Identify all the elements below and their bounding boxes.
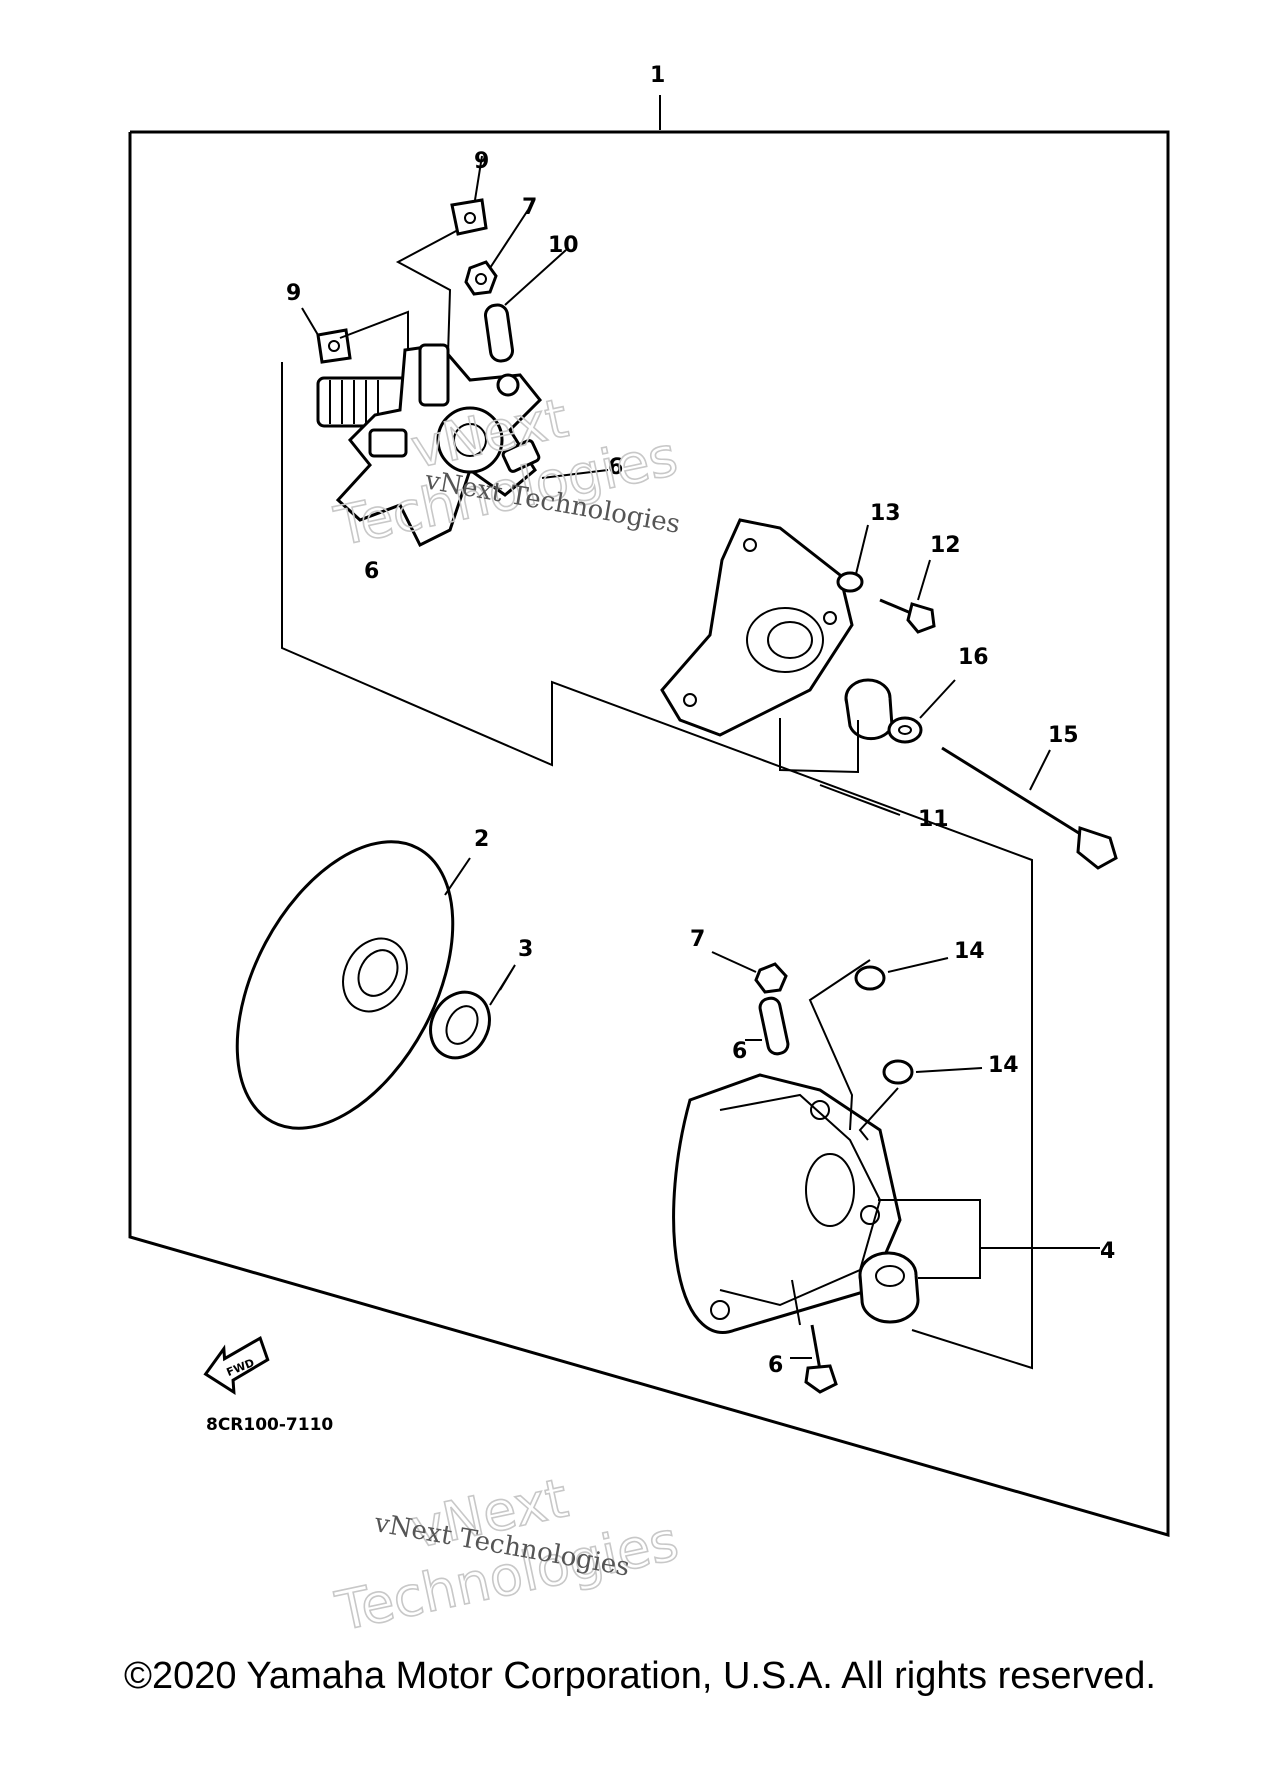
watermark-lower: vNext Technologies vNext Technologies: [329, 1466, 684, 1645]
bushing-4: [858, 1251, 920, 1324]
watermark-upper: vNext Technologies vNext Technologies: [328, 386, 683, 560]
nut-7-lower: [754, 962, 788, 994]
copyright-notice: ©2020 Yamaha Motor Corporation, U.S.A. A…: [124, 1655, 1156, 1697]
bolt-6-lower: [804, 1324, 838, 1394]
pin-10: [484, 303, 514, 363]
callout-15: 15: [1048, 723, 1079, 748]
callout-14-b: 14: [988, 1053, 1019, 1078]
callout-3: 3: [518, 937, 533, 962]
callout-9-left: 9: [286, 281, 301, 306]
leader-lines-top: [301, 155, 609, 479]
callout-12: 12: [930, 533, 961, 558]
callout-7-top: 7: [522, 195, 537, 220]
callout-8: 6: [364, 559, 379, 584]
assembly-frame: [128, 95, 1170, 1537]
bolt-12: [879, 598, 936, 634]
callout-labels: 1 9 7 10 9 6 6 13 12 16 15 11 2 3 7 14 6…: [286, 63, 1115, 1378]
callout-6-top: 6: [608, 455, 623, 480]
callout-10: 10: [548, 233, 579, 258]
callout-14-a: 14: [954, 939, 985, 964]
spider-assembly: [316, 343, 543, 548]
drawing-code: 8CR100-7110: [206, 1415, 333, 1435]
fwd-arrow-icon: FWD: [203, 1335, 270, 1396]
bushing-11: [844, 678, 894, 741]
pin-6-lower: [758, 996, 790, 1056]
nut-7-top: [464, 260, 498, 296]
washer-16: [887, 716, 923, 744]
leader-lines-mid: [779, 524, 1051, 816]
callout-6-mid: 6: [732, 1039, 747, 1064]
slider-block-9-left: [316, 328, 352, 364]
cover-plate: [660, 518, 854, 737]
callout-11: 11: [918, 807, 949, 832]
bushing-3: [429, 964, 516, 1060]
slider-block-9-top: [450, 198, 488, 236]
washer-13: [836, 571, 864, 593]
cap-14-a: [854, 965, 886, 991]
callout-16: 16: [958, 645, 989, 670]
leader-lines-lower: [711, 951, 1100, 1359]
callout-13: 13: [870, 501, 901, 526]
callout-2: 2: [474, 827, 489, 852]
bolt-15: [941, 746, 1118, 870]
fixed-sheave-2: [235, 840, 471, 1130]
callout-9-top: 9: [474, 149, 489, 174]
callout-7-lower: 7: [690, 927, 705, 952]
callout-4: 4: [1100, 1239, 1115, 1264]
callout-6-lower: 6: [768, 1353, 783, 1378]
cap-14-b: [882, 1059, 914, 1085]
callout-1: 1: [650, 63, 665, 88]
